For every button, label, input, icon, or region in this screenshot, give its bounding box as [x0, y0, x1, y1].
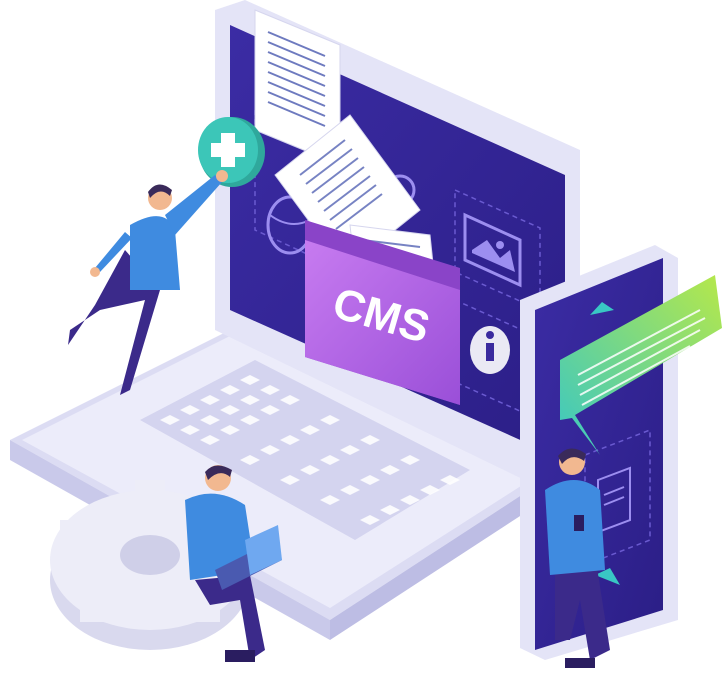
plus-icon [198, 117, 265, 187]
speech-bubble [560, 275, 722, 455]
image-icon [463, 212, 522, 288]
info-icon [470, 326, 510, 374]
triangle-down-icon [595, 568, 620, 585]
person-sitting-with-laptop [185, 465, 282, 662]
person-with-phone [545, 448, 610, 668]
triangle-up-icon [590, 302, 614, 315]
person-reaching [68, 170, 228, 395]
paper-top [254, 9, 341, 166]
cms-folder: CMS [305, 220, 460, 405]
keyboard [140, 360, 470, 540]
